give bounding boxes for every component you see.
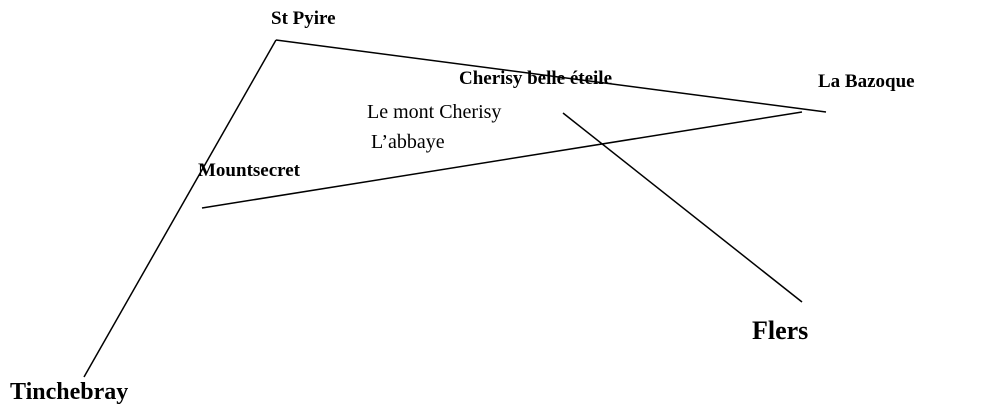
road-mountsecret-la-bazoque [201, 111, 803, 209]
place-label-st-pyire: St Pyire [271, 8, 336, 29]
place-label-le-mont-cherisy: Le mont Cherisy [367, 101, 502, 123]
road-cherisy-flers [562, 112, 803, 303]
place-label-tinchebray: Tinchebray [10, 379, 129, 405]
road-tinchebray-st-pyire [83, 39, 277, 378]
place-label-la-bazoque: La Bazoque [818, 71, 915, 92]
place-label-flers: Flers [752, 316, 809, 345]
place-label-labbaye: L’abbaye [371, 131, 445, 153]
place-label-cherisy-belle-etoile: Cherisy belle éteile [459, 68, 613, 89]
road-st-pyire-la-bazoque [275, 39, 827, 113]
place-label-mountsecret: Mountsecret [198, 160, 301, 181]
